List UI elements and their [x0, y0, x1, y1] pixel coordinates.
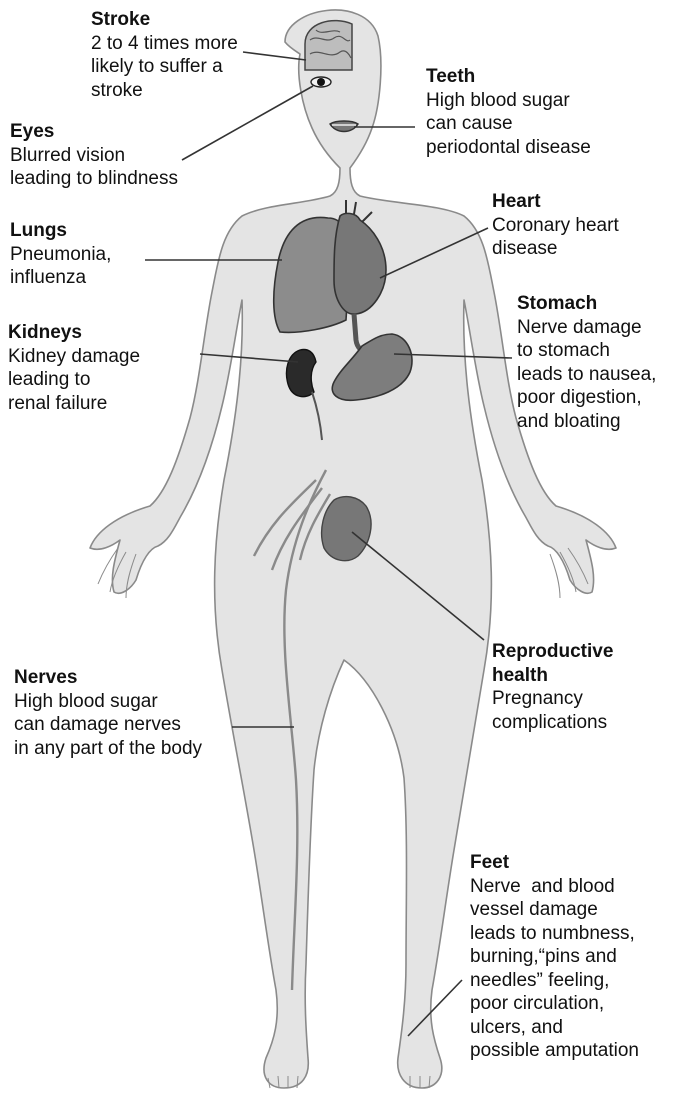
label-text: Nerve damage to stomach leads to nausea,…: [517, 316, 656, 434]
label-lungs: Lungs Pneumonia, influenza: [10, 219, 111, 290]
label-title: Kidneys: [8, 321, 140, 345]
label-text: High blood sugar can damage nerves in an…: [14, 690, 202, 761]
label-title: Feet: [470, 851, 639, 875]
label-kidneys: Kidneys Kidney damage leading to renal f…: [8, 321, 140, 415]
label-nerves: Nerves High blood sugar can damage nerve…: [14, 666, 202, 760]
brain-icon: [305, 21, 352, 70]
label-title: Reproductive health: [492, 640, 613, 687]
label-text: Coronary heart disease: [492, 214, 619, 261]
label-title: Stomach: [517, 292, 656, 316]
label-title: Lungs: [10, 219, 111, 243]
label-text: Pneumonia, influenza: [10, 243, 111, 290]
label-title: Stroke: [91, 8, 238, 32]
label-feet: Feet Nerve and blood vessel damage leads…: [470, 851, 639, 1063]
label-heart: Heart Coronary heart disease: [492, 190, 619, 261]
label-title: Heart: [492, 190, 619, 214]
label-title: Teeth: [426, 65, 591, 89]
label-text: Nerve and blood vessel damage leads to n…: [470, 875, 639, 1063]
label-stroke: Stroke 2 to 4 times more likely to suffe…: [91, 8, 238, 102]
label-text: 2 to 4 times more likely to suffer a str…: [91, 32, 238, 103]
label-title: Nerves: [14, 666, 202, 690]
label-teeth: Teeth High blood sugar can cause periodo…: [426, 65, 591, 159]
label-stomach: Stomach Nerve damage to stomach leads to…: [517, 292, 656, 433]
label-text: Kidney damage leading to renal failure: [8, 345, 140, 416]
label-reproductive-health: Reproductive health Pregnancy complicati…: [492, 640, 613, 734]
label-eyes: Eyes Blurred vision leading to blindness: [10, 120, 178, 191]
label-text: Blurred vision leading to blindness: [10, 144, 178, 191]
label-text: High blood sugar can cause periodontal d…: [426, 89, 591, 160]
kidney-icon: [287, 350, 317, 397]
label-title: Eyes: [10, 120, 178, 144]
label-text: Pregnancy complications: [492, 687, 613, 734]
eye-icon: [311, 77, 331, 87]
